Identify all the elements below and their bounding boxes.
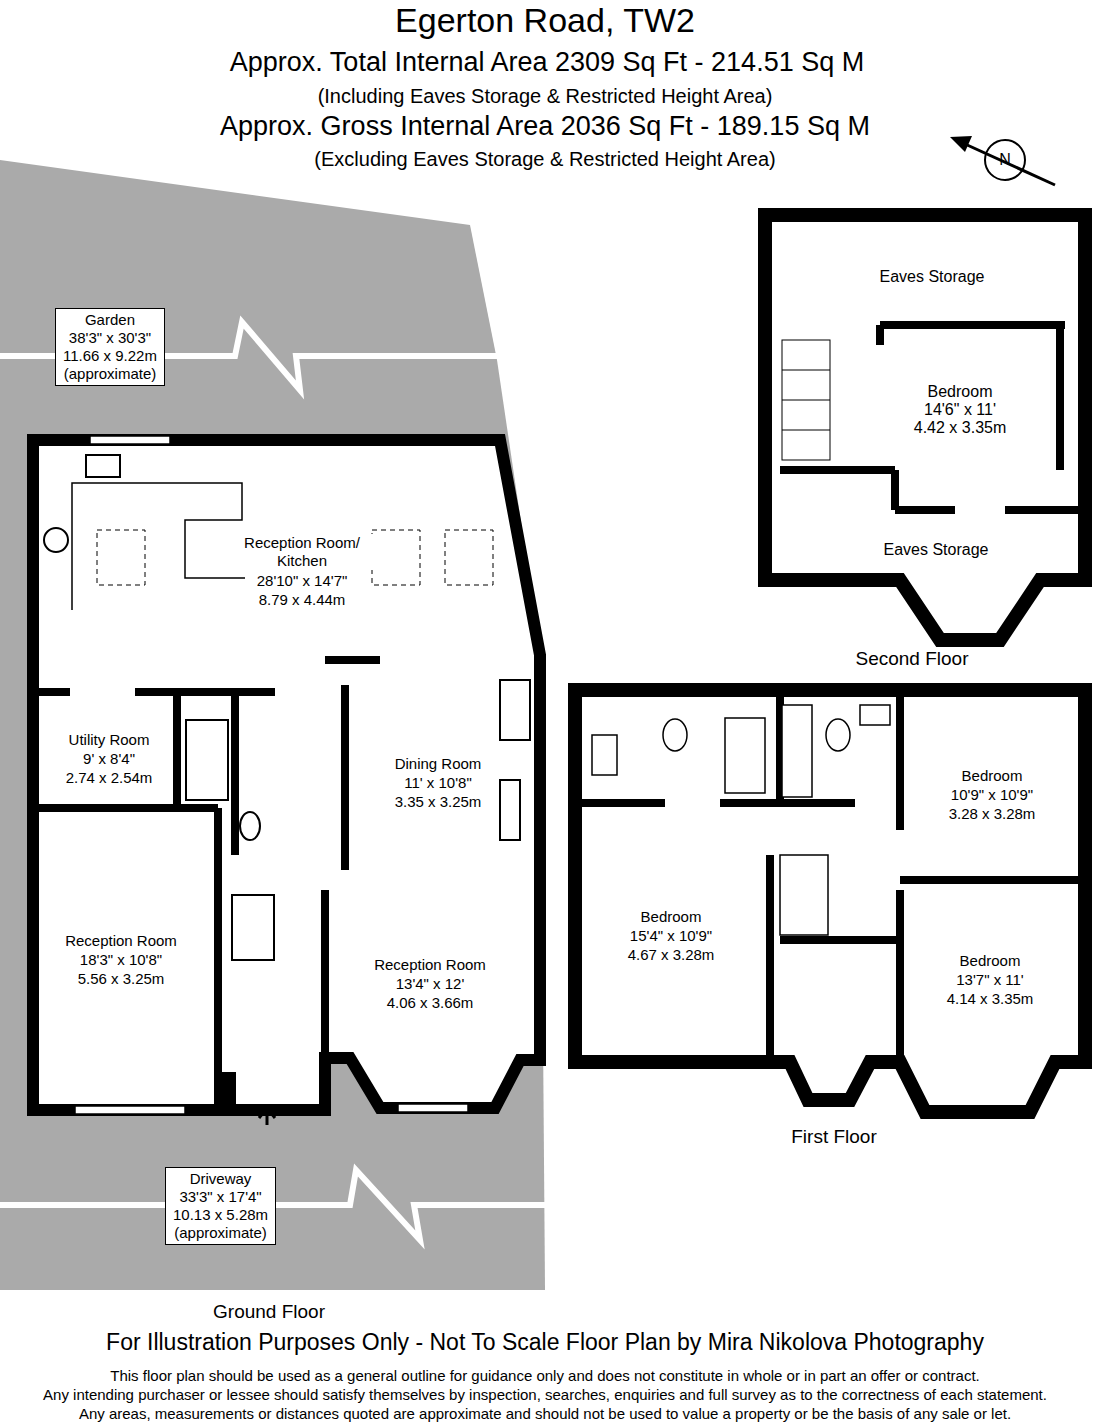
room-label: Bedroom xyxy=(958,952,1023,970)
first-fixtures xyxy=(592,705,890,935)
ground-floor-walls xyxy=(33,440,540,1110)
room-label: 10'9" x 10'9" xyxy=(949,786,1035,804)
room-label: 3.35 x 3.25m xyxy=(393,793,484,811)
room-label: 4.06 x 3.66m xyxy=(385,994,476,1012)
compass xyxy=(950,136,1055,185)
first-floor-walls xyxy=(575,690,1085,1112)
room-label: 4.42 x 3.35m xyxy=(912,418,1009,437)
room-label: Dining Room xyxy=(393,755,484,773)
room-label: Bedroom xyxy=(639,908,704,926)
footer-note: This floor plan should be used as a gene… xyxy=(108,1367,981,1385)
room-label: First Floor xyxy=(789,1126,879,1149)
second-inner-walls xyxy=(780,325,1085,510)
room-label: 13'4" x 12' xyxy=(394,975,467,993)
room-label: 9' x 8'4" xyxy=(81,750,137,768)
room-label: Eaves Storage xyxy=(878,267,987,286)
second-floor-walls xyxy=(765,215,1085,640)
room-label: 18'3" x 10'8" xyxy=(78,951,164,969)
area-dimension: 38'3" x 30'3" xyxy=(63,329,157,347)
area-note: (Including Eaves Storage & Restricted He… xyxy=(316,84,775,108)
area-dimension: (approximate) xyxy=(63,365,157,383)
footer-note: Any areas, measurements or distances quo… xyxy=(77,1405,1013,1423)
area-note: (Excluding Eaves Storage & Restricted He… xyxy=(312,147,777,171)
room-label: Bedroom xyxy=(960,767,1025,785)
room-label: 11' x 10'8" xyxy=(402,774,474,792)
room-label: Reception Room xyxy=(63,932,179,950)
room-label: Eaves Storage xyxy=(882,540,991,559)
room-label: 8.79 x 4.44m xyxy=(257,591,348,609)
area-name: Garden xyxy=(63,311,157,329)
room-label: Bedroom xyxy=(926,382,995,401)
room-label: Reception Room xyxy=(372,956,488,974)
area-note: Approx. Total Internal Area 2309 Sq Ft -… xyxy=(228,46,866,78)
room-label: 13'7" x 11' xyxy=(954,971,1026,989)
room-label: 5.56 x 3.25m xyxy=(76,970,167,988)
room-label: Reception Room/ Kitchen xyxy=(230,534,374,570)
room-label: 2.74 x 2.54m xyxy=(64,769,155,787)
compass-letter: N xyxy=(997,150,1013,169)
entrance-arrow xyxy=(259,1108,275,1125)
room-label: 15'4" x 10'9" xyxy=(628,927,714,945)
footer-note: Any intending purchaser or lessee should… xyxy=(41,1386,1049,1404)
break-line xyxy=(0,322,500,390)
area-dimension: 33'3" x 17'4" xyxy=(173,1188,268,1206)
room-label: Second Floor xyxy=(853,648,970,671)
room-label: 14'6" x 11' xyxy=(922,400,998,419)
stairs xyxy=(782,340,830,460)
room-label: 28'10" x 14'7" xyxy=(255,572,350,590)
area-note: Approx. Gross Internal Area 2036 Sq Ft -… xyxy=(218,110,872,142)
area-name: Driveway xyxy=(173,1170,268,1188)
ground-fixtures xyxy=(44,455,530,960)
dimension-box: Garden38'3" x 30'3"11.66 x 9.22m(approxi… xyxy=(55,308,165,386)
footer-note: For Illustration Purposes Only - Not To … xyxy=(104,1329,986,1357)
area-dimension: 11.66 x 9.22m xyxy=(63,347,157,365)
area-dimension: (approximate) xyxy=(173,1224,268,1242)
dimension-box: Driveway33'3" x 17'4"10.13 x 5.28m(appro… xyxy=(165,1167,276,1245)
room-label: 4.14 x 3.35m xyxy=(945,990,1036,1008)
first-inner-walls xyxy=(575,690,1085,1062)
ground-inner-walls xyxy=(33,660,380,1078)
plan-title: Egerton Road, TW2 xyxy=(393,0,697,41)
kitchen-counter xyxy=(72,483,245,610)
garden-area xyxy=(0,160,545,1290)
room-label: 4.67 x 3.28m xyxy=(626,946,717,964)
room-label: Utility Room xyxy=(67,731,152,749)
room-label: 3.28 x 3.28m xyxy=(947,805,1038,823)
area-dimension: 10.13 x 5.28m xyxy=(173,1206,268,1224)
room-label: Ground Floor xyxy=(211,1301,327,1324)
